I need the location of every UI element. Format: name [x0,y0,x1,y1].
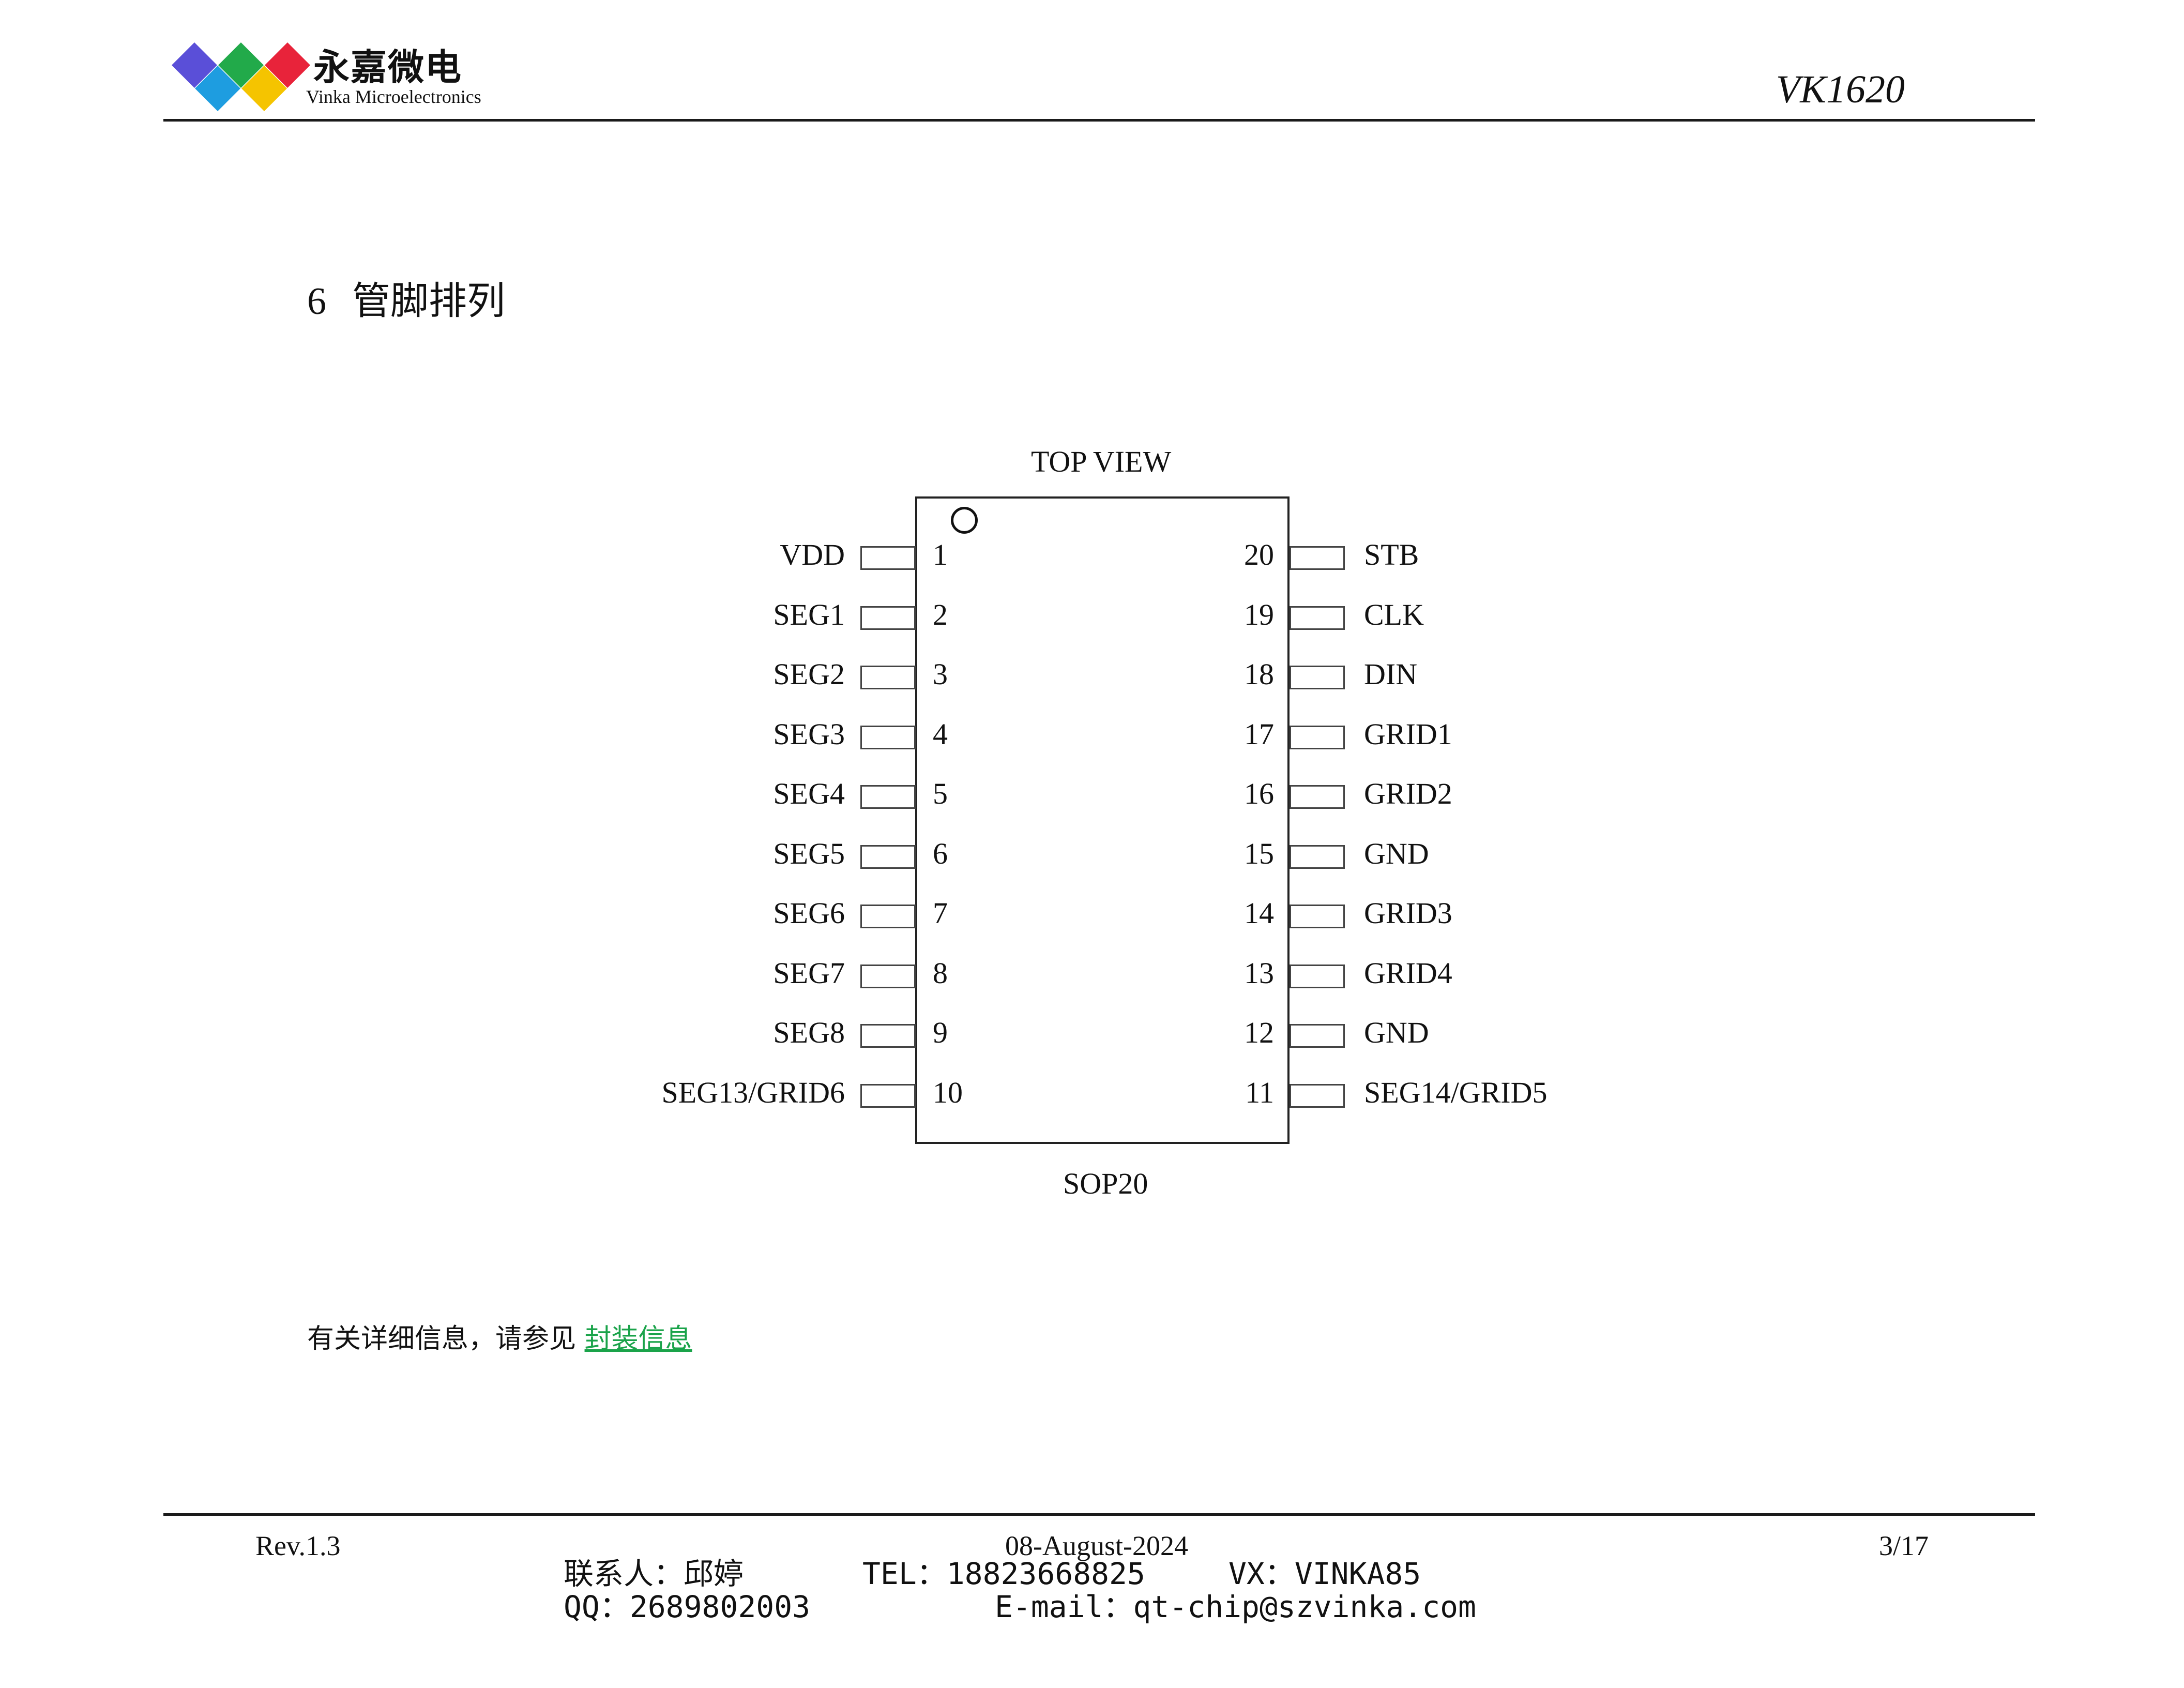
pin-name-left: VDD [780,538,845,571]
company-logo: 永嘉微电 Vinka Microelectronics [163,36,494,119]
pin-number-left: 9 [933,1016,948,1049]
contact-vx: VX：VINKA85 [1228,1556,1421,1591]
pin-lead-left [860,1083,916,1108]
pin-name-right: GND [1364,836,1429,870]
revision: Rev.1.3 [255,1530,341,1561]
contact-name: 联系人：邱婷 [564,1556,744,1591]
pin-name-right: DIN [1364,657,1418,691]
page-number: 3/17 [1879,1530,1929,1561]
pin-lead-right [1290,1024,1345,1048]
pin-name-right: GND [1364,1016,1429,1049]
document-id: VK1620 [1776,68,1905,111]
pin-number-right: 17 [1244,717,1274,751]
pin-lead-left [860,606,916,630]
release-date: 08-August-2024 [1005,1530,1188,1561]
pin-name-right: CLK [1364,597,1424,631]
reference-note: 有关详细信息，请参见 封装信息 [307,1317,692,1355]
pin-lead-right [1290,845,1345,869]
pin-name-right: GRID4 [1364,956,1452,990]
pin-lead-right [1290,785,1345,809]
pin-name-left: SEG8 [773,1016,845,1049]
pin-number-left: 5 [933,777,948,810]
pin-name-left: SEG1 [773,597,845,631]
pin-name-left: SEG6 [773,896,845,930]
pin-lead-right [1290,606,1345,630]
pin-number-right: 18 [1244,657,1274,691]
section-number: 6 [307,280,326,323]
pin-name-left: SEG5 [773,836,845,870]
logo-chinese-name: 永嘉微电 [313,46,462,88]
pin-number-right: 15 [1244,836,1274,870]
package-label: SOP20 [1063,1167,1148,1200]
pin-number-left: 4 [933,717,948,751]
pin-number-left: 1 [933,538,948,571]
pin-name-right: STB [1364,538,1419,571]
pin-name-right: GRID1 [1364,717,1452,751]
pin-lead-left [860,845,916,869]
pin-name-left: SEG13/GRID6 [661,1075,845,1109]
pin-lead-left [860,1024,916,1048]
pin-lead-right [1290,546,1345,570]
pin1-notch-icon [951,507,978,534]
pin-name-left: SEG3 [773,717,845,751]
pin-number-left: 7 [933,896,948,930]
pin-lead-right [1290,905,1345,928]
logo-english-name: Vinka Microelectronics [306,86,481,107]
contact-qq: QQ：2689802003 [564,1589,811,1624]
pin-lead-left [860,964,916,988]
pin-lead-left [860,785,916,809]
package-info-link[interactable]: 封装信息 [584,1323,692,1354]
footer-rule [163,1513,2035,1516]
pin-number-left: 8 [933,956,948,990]
pin-number-right: 14 [1244,896,1274,930]
pin-number-right: 12 [1244,1016,1274,1049]
header-rule [163,119,2035,122]
pin-lead-right [1290,725,1345,749]
pin-number-right: 19 [1244,597,1274,631]
pin-number-right: 20 [1244,538,1274,571]
chip-body [915,496,1290,1144]
contact-email: E-mail：qt-chip@szvinka.com [995,1589,1476,1624]
diagram-top-label: TOP VIEW [1031,445,1172,478]
pin-lead-right [1290,666,1345,689]
note-text: 有关详细信息，请参见 [307,1323,577,1354]
pin-name-left: SEG4 [773,777,845,810]
pin-lead-left [860,666,916,689]
contact-tel: TEL：18823668825 [862,1556,1145,1591]
pin-lead-left [860,546,916,570]
section-title: 管脚排列 [352,279,505,323]
pin-lead-left [860,725,916,749]
pin-name-right: GRID3 [1364,896,1452,930]
pin-lead-left [860,905,916,928]
pin-number-right: 13 [1244,956,1274,990]
pin-number-left: 2 [933,597,948,631]
pin-number-right: 11 [1245,1075,1274,1109]
section-heading: 6 管脚排列 [307,270,505,325]
pin-name-right: SEG14/GRID5 [1364,1075,1548,1109]
pin-lead-right [1290,1083,1345,1108]
pin-lead-right [1290,964,1345,988]
pin-number-right: 16 [1244,777,1274,810]
pin-name-right: GRID2 [1364,777,1452,810]
pin-name-left: SEG7 [773,956,845,990]
pin-number-left: 10 [933,1075,963,1109]
pin-number-left: 6 [933,836,948,870]
pin-number-left: 3 [933,657,948,691]
logo-diamonds-icon [172,42,310,111]
pin-name-left: SEG2 [773,657,845,691]
